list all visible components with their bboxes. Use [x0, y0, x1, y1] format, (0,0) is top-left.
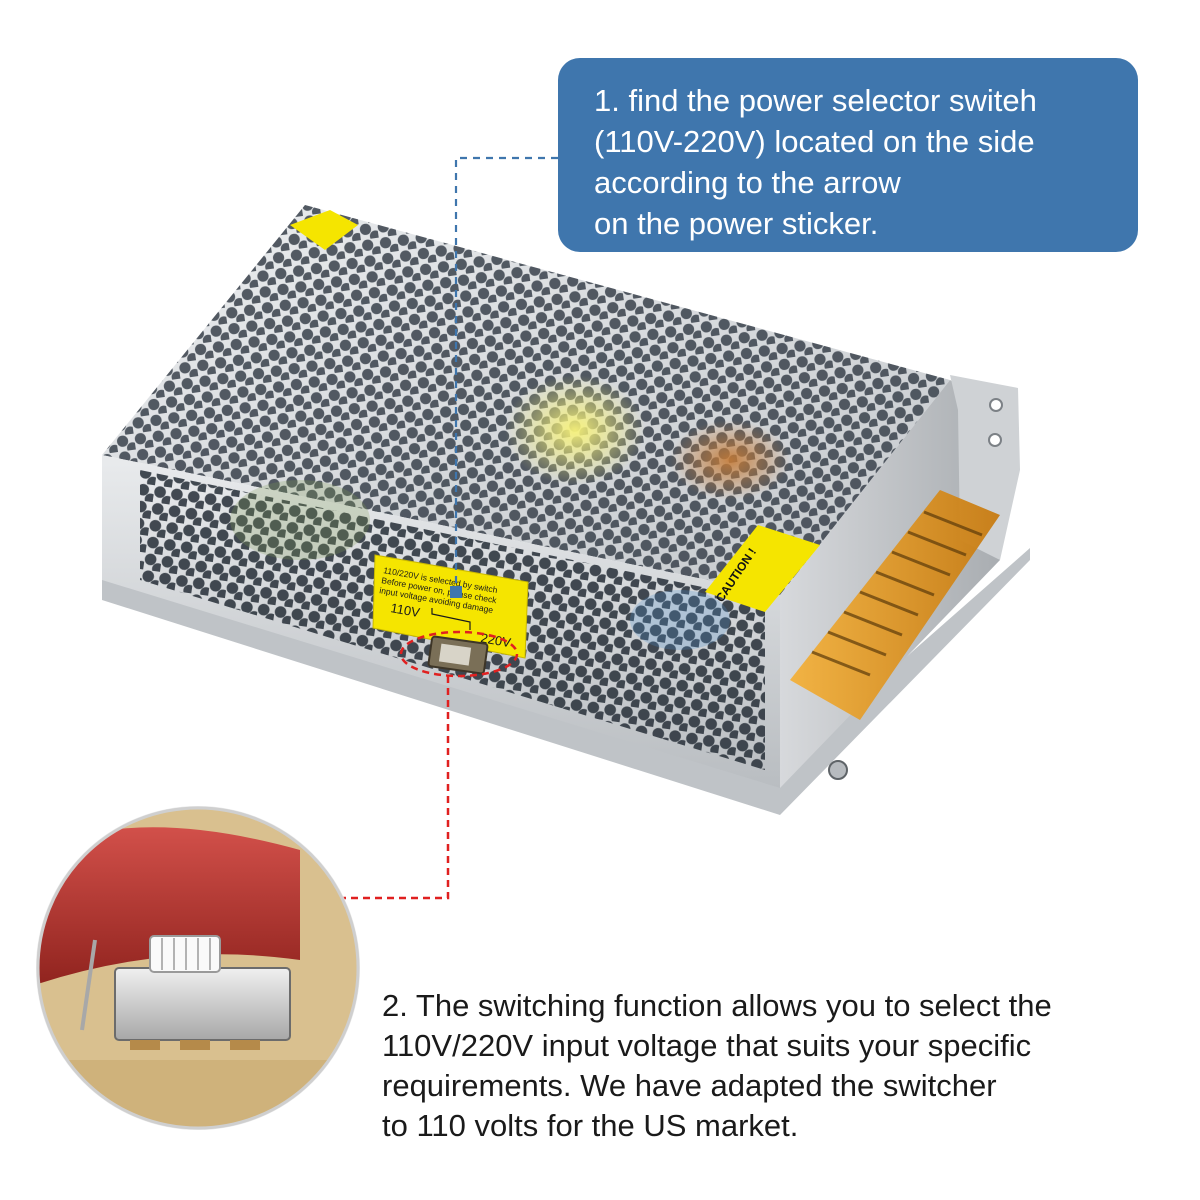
red-leader-line: [338, 630, 519, 900]
caution-sticker: [705, 525, 820, 612]
callout-line: (110V-220V) located on the side: [594, 124, 1035, 159]
callout-line: 1. find the power selector switeh: [594, 83, 1037, 118]
voltage-sticker: 110/220V is selected by switch Before po…: [372, 554, 529, 659]
caption-line: to 110 volts for the US market.: [382, 1108, 799, 1143]
instruction-callout-step-1: 1. find the power selector switeh (110V-…: [558, 58, 1138, 252]
caption-line: 2. The switching function allows you to …: [382, 988, 1052, 1023]
switch-closeup: [36, 806, 360, 1130]
blue-leader-line: [450, 156, 558, 598]
sticker-110v: 110V: [389, 600, 421, 620]
instruction-caption-step-2: 2. The switching function allows you to …: [382, 986, 1182, 1146]
capacitor: [38, 827, 300, 990]
callout-line: according to the arrow: [594, 165, 901, 200]
corner-sticker: [290, 210, 358, 250]
slide-switch: [114, 967, 291, 1041]
callout-line: on the power sticker.: [594, 206, 879, 241]
caption-line: 110V/220V input voltage that suits your …: [382, 1028, 1032, 1063]
caption-line: requirements. We have adapted the switch…: [382, 1068, 997, 1103]
power-supply-unit: CAUTION ! 110/220V is selected by switch…: [102, 205, 1030, 815]
